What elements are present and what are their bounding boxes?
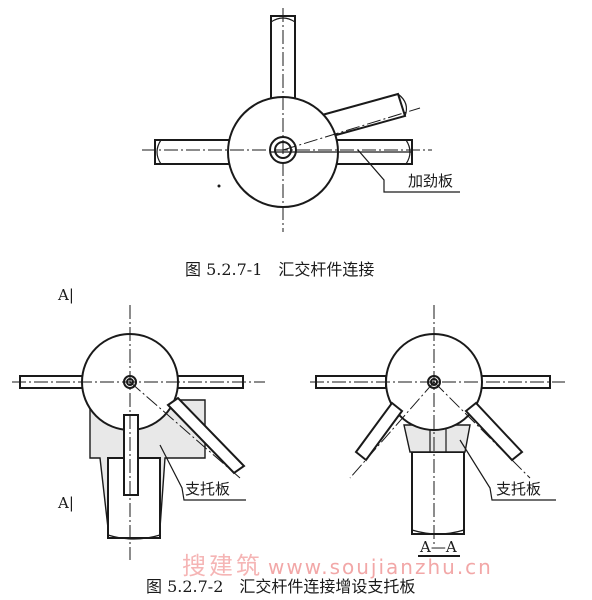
section-mark-top: A| <box>57 286 74 304</box>
stiffener-label: 加劲板 <box>408 172 453 190</box>
stiffener-leader <box>357 149 460 193</box>
watermark-chinese: 搜建筑 <box>182 552 263 580</box>
bracket-label-right: 支托板 <box>496 480 541 498</box>
bracket-label-left: 支托板 <box>185 480 230 498</box>
inner-vertical-member <box>123 414 139 496</box>
centerline-diagonal <box>129 381 241 479</box>
figure-1-caption: 图 5.2.7-1 汇交杆件连接 <box>185 260 374 279</box>
watermark-url: www.soujianzhu.cn <box>268 555 493 579</box>
tube-end-cut <box>397 93 408 117</box>
centerline-diagonal-left <box>349 381 435 479</box>
section-mark-bottom: A| <box>57 494 74 512</box>
diagonal-member <box>166 396 246 475</box>
diagonal-member-right <box>464 401 524 462</box>
bracket-leader-left <box>159 444 246 501</box>
section-title: A—A <box>419 538 457 556</box>
tube-end-cut <box>156 139 162 165</box>
vertical-member-bottom <box>411 451 465 535</box>
diagonal-member-left <box>354 401 404 462</box>
centerline-diagonal <box>282 107 421 151</box>
figure-2-left-joint: 支托板 A| A| <box>12 286 265 560</box>
figure-1-joint: 加劲板 <box>142 8 460 232</box>
tube-end-cut <box>107 534 161 540</box>
horizontal-member-left <box>154 139 236 165</box>
dot-mark <box>217 184 221 188</box>
figure-2-right-section: 支托板 A—A <box>310 305 565 557</box>
centerline-diagonal-right <box>433 381 531 479</box>
figure-2-caption: 图 5.2.7-2 汇交杆件连接增设支托板 <box>146 577 415 596</box>
bracket-leader-right <box>459 439 556 501</box>
tube-end-cut <box>411 529 465 535</box>
